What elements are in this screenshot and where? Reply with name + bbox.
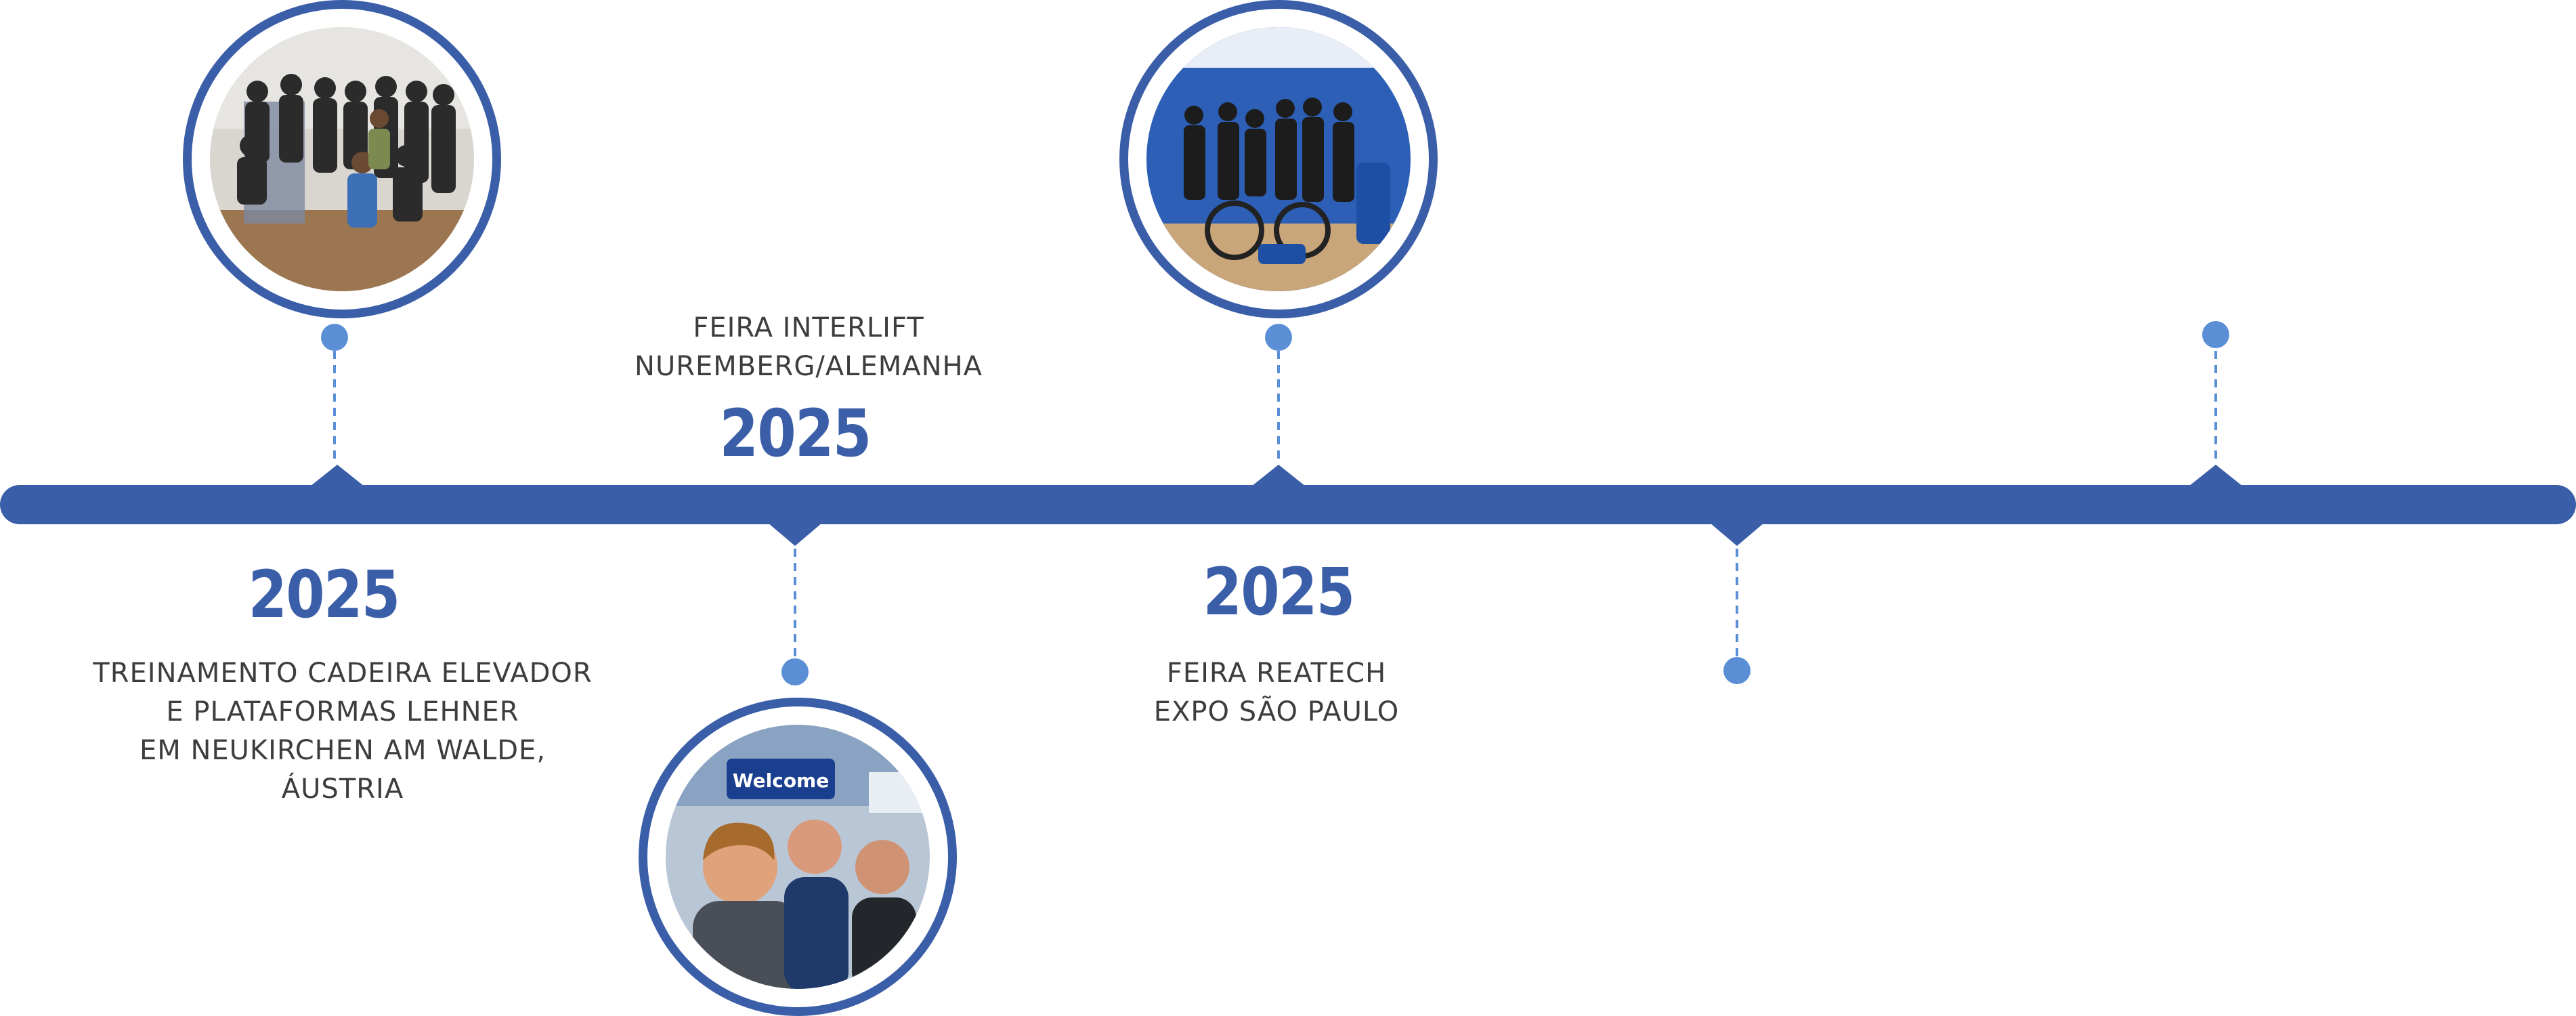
- caption-line: ÁUSTRIA: [281, 774, 404, 805]
- event-year: 2025: [719, 396, 872, 471]
- timeline-marker: [1251, 465, 1306, 486]
- caption-line: FEIRA REATECH: [1166, 658, 1387, 689]
- event-caption: FEIRA INTERLIFT NUREMBERG/ALEMANHA: [538, 309, 1079, 386]
- caption-line: EM NEUKIRCHEN AM WALDE,: [139, 735, 546, 766]
- event-year: 2025: [1203, 554, 1356, 630]
- interlift-selfie-photo: Welcome: [639, 698, 957, 1016]
- reatech-booth-photo: [1119, 0, 1438, 318]
- welcome-sign: Welcome: [733, 769, 829, 792]
- timeline-dot: [1723, 657, 1751, 684]
- caption-line: TREINAMENTO CADEIRA ELEVADOR: [93, 658, 593, 689]
- event-year: 2025: [248, 557, 401, 633]
- timeline-marker: [2189, 465, 2243, 486]
- event-caption: FEIRA REATECH EXPO SÃO PAULO: [1006, 654, 1547, 732]
- caption-line: FEIRA INTERLIFT: [693, 312, 924, 343]
- timeline-dot: [781, 658, 809, 685]
- timeline-dot: [2202, 321, 2229, 348]
- timeline-marker: [310, 465, 364, 486]
- team-training-photo: [183, 0, 501, 318]
- timeline-marker: [768, 523, 822, 546]
- timeline-bar: [0, 485, 2576, 524]
- caption-line: EXPO SÃO PAULO: [1153, 696, 1400, 727]
- timeline-marker: [1710, 523, 1764, 546]
- timeline-dot: [321, 324, 348, 351]
- caption-line: NUREMBERG/ALEMANHA: [635, 351, 983, 382]
- event-caption: TREINAMENTO CADEIRA ELEVADOR E PLATAFORM…: [72, 654, 614, 809]
- timeline-dot: [1265, 324, 1292, 351]
- caption-line: E PLATAFORMAS LEHNER: [166, 696, 519, 727]
